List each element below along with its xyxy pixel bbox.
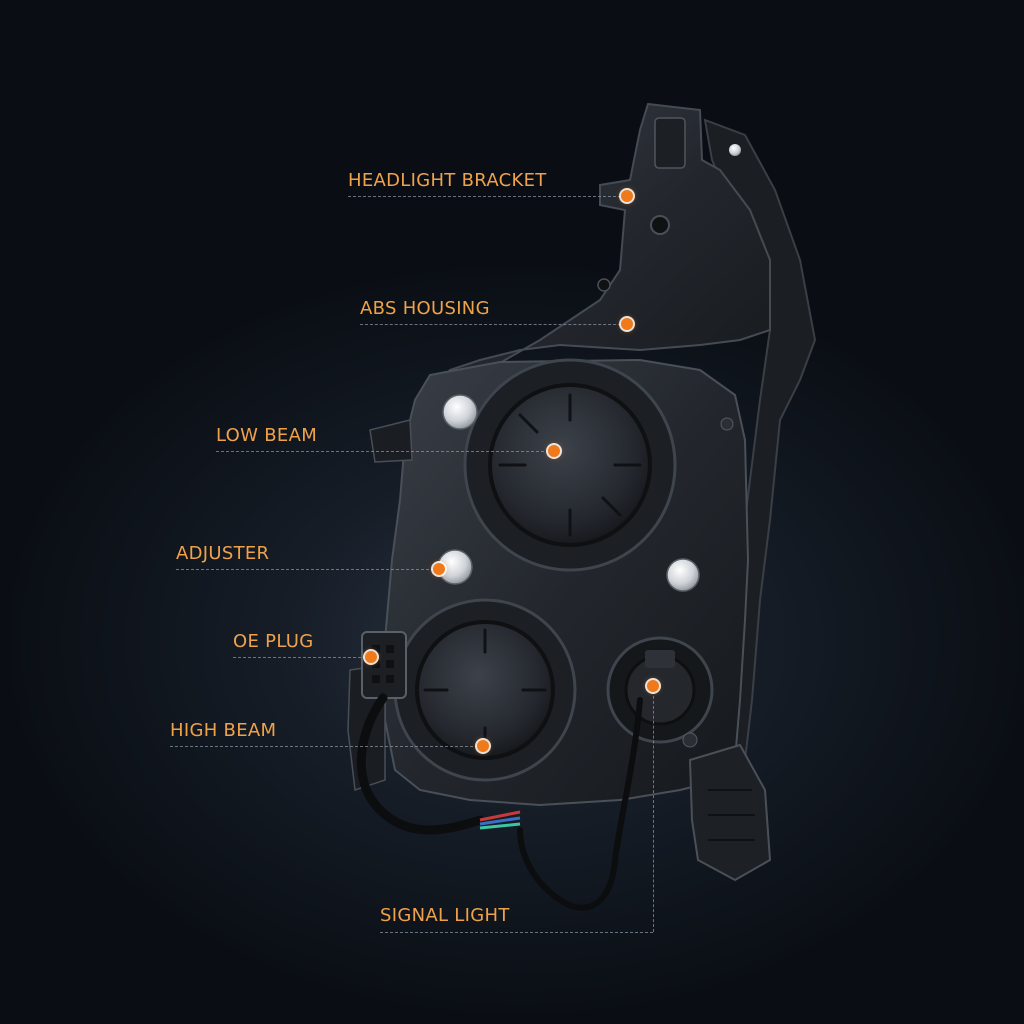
signal-light-marker [647, 680, 659, 692]
signal-light-label: SIGNAL LIGHT [380, 905, 510, 926]
oe-plug-marker [365, 651, 377, 663]
oe-plug-label: OE PLUG [233, 631, 314, 652]
oe-plug-leader [233, 657, 371, 658]
signal-light-leader [380, 932, 653, 933]
low-beam-label: LOW BEAM [216, 425, 318, 446]
adjuster-leader [176, 569, 439, 570]
low-beam-marker [548, 445, 560, 457]
abs-housing-marker [621, 318, 633, 330]
adjuster-label: ADJUSTER [176, 543, 270, 564]
headlight-bracket-label: HEADLIGHT BRACKET [348, 170, 547, 191]
headlight-bracket-marker [621, 190, 633, 202]
signal-light-leader-vertical [653, 686, 654, 932]
high-beam-leader [170, 746, 483, 747]
adjuster-marker [433, 563, 445, 575]
headlight-bracket-leader [348, 196, 626, 197]
abs-housing-leader [360, 324, 626, 325]
low-beam-leader [216, 451, 554, 452]
abs-housing-label: ABS HOUSING [360, 298, 490, 319]
high-beam-label: HIGH BEAM [170, 720, 277, 741]
high-beam-marker [477, 740, 489, 752]
